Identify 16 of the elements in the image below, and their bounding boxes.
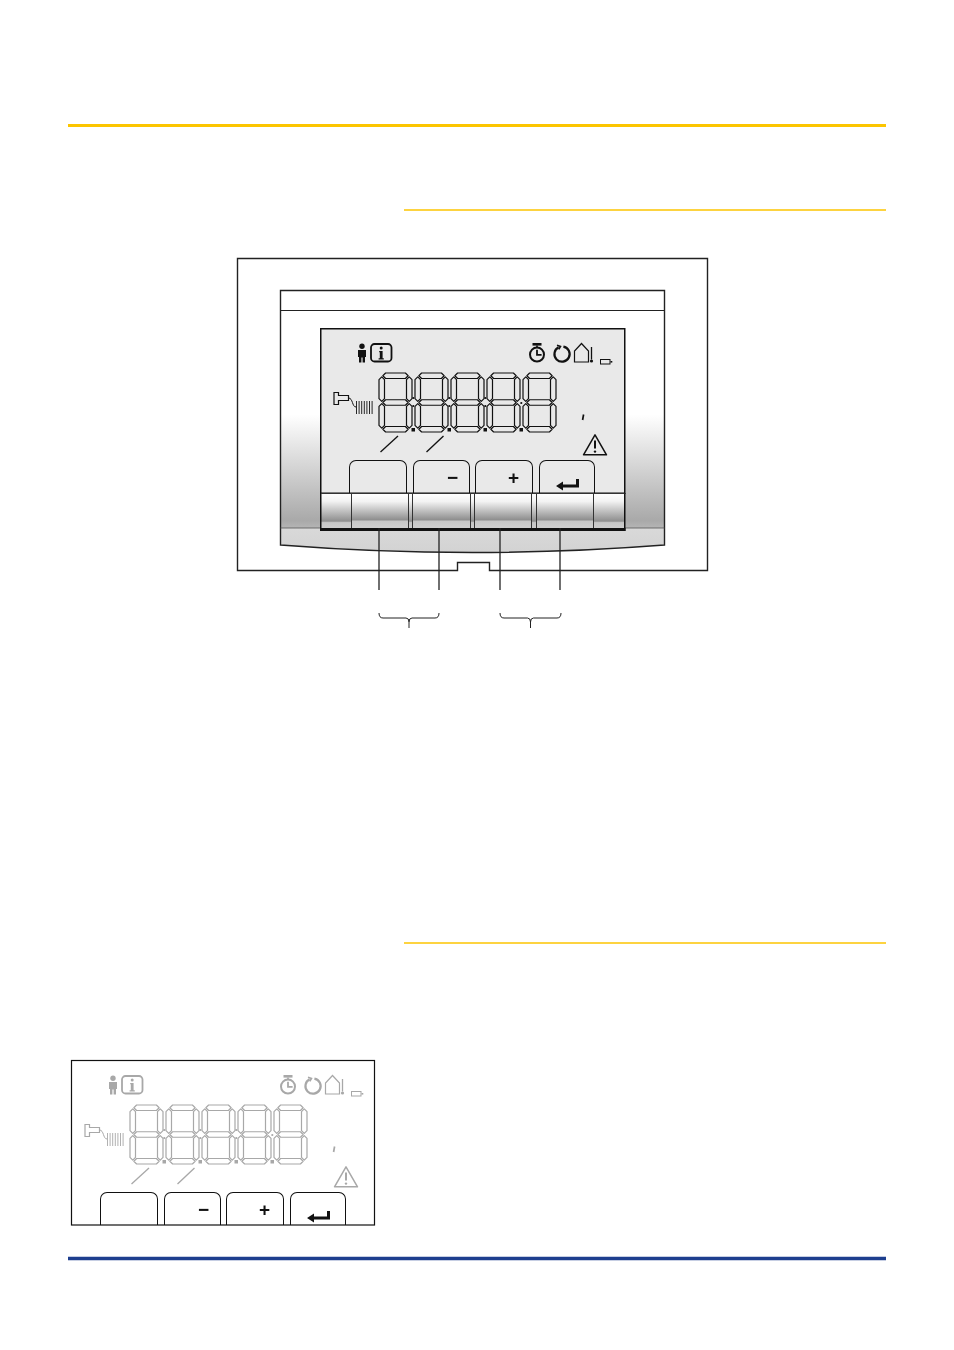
soft-key-tab bbox=[290, 1192, 346, 1225]
soft-key-tab bbox=[100, 1192, 158, 1225]
soft-key-tab: + bbox=[226, 1192, 284, 1225]
panel-key bbox=[351, 494, 409, 528]
soft-key-tab: − bbox=[164, 1192, 221, 1225]
soft-key-tab bbox=[539, 460, 595, 493]
leader-line bbox=[378, 527, 380, 591]
soft-key-tab bbox=[349, 460, 407, 493]
soft-key-tab: + bbox=[475, 460, 533, 493]
leader-line bbox=[499, 527, 501, 591]
panel-key bbox=[474, 494, 532, 528]
panel-key bbox=[536, 494, 594, 528]
panel-key bbox=[412, 494, 471, 528]
leader-line bbox=[438, 527, 440, 591]
soft-key-tab: − bbox=[413, 460, 470, 493]
leader-line bbox=[559, 527, 561, 591]
